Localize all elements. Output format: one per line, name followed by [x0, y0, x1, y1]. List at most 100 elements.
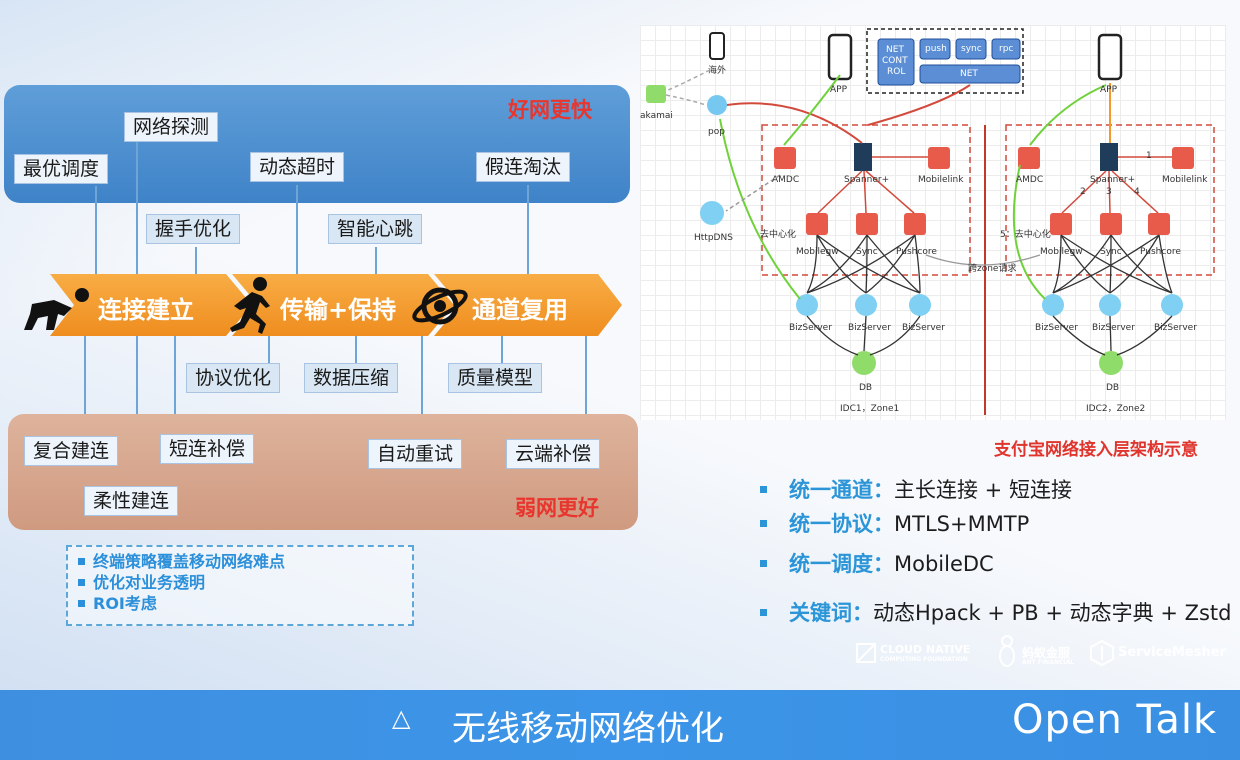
- zone-label: IDC2，Zone2: [1086, 404, 1146, 414]
- label-dynamic-timeout: 动态超时: [250, 152, 345, 182]
- db-label: DB: [1106, 383, 1120, 393]
- cncf-logo-icon: [856, 643, 876, 663]
- db-label: DB: [859, 383, 873, 393]
- label-smart-heartbeat: 智能心跳: [328, 214, 423, 244]
- label-network-probe: 网络探测: [124, 112, 219, 142]
- note-item: ROI考虑: [68, 593, 412, 614]
- push-label: push: [925, 44, 947, 54]
- step-number: 1: [1146, 151, 1152, 161]
- stage-transfer-label: 传输+保持: [280, 296, 397, 324]
- bizserver-label: BizServer: [902, 323, 945, 333]
- sync-label: sync: [961, 44, 982, 54]
- net-label: NET: [960, 69, 978, 79]
- pushcore-label: Pushcore: [896, 247, 937, 257]
- zone-label: IDC1，Zone1: [840, 404, 900, 414]
- label-cloud-compensation: 云端补偿: [506, 439, 601, 469]
- connector-line: [95, 186, 97, 288]
- channel-reuse-icon: [412, 287, 468, 325]
- ant-logo-text: 蚂蚁金服: [1022, 646, 1071, 660]
- net-control-label: ROL: [887, 67, 906, 77]
- cncf-logo-text: CLOUD NATIVE: [880, 643, 971, 656]
- stage-connect-arrow: [50, 274, 252, 336]
- label-data-compression: 数据压缩: [304, 363, 399, 393]
- mobilegw-label: Mobilegw: [796, 247, 839, 257]
- crouching-runner-icon: [24, 288, 89, 330]
- label-flexible-connect: 柔性建连: [84, 486, 179, 516]
- akamai-label: akamai: [640, 111, 673, 121]
- label-short-connect-compensation: 短连补偿: [160, 434, 255, 464]
- app-label: APP: [1100, 85, 1118, 95]
- connector-line: [136, 335, 138, 485]
- bullet-unified-channel: 统一通道：主长连接 + 短连接: [760, 474, 1072, 504]
- connector-line: [421, 335, 423, 440]
- connector-line: [585, 335, 587, 440]
- sync-node-label: Sync: [1100, 247, 1122, 257]
- connector-line: [195, 247, 197, 287]
- bullet-unified-protocol: 统一协议：MTLS+MMTP: [760, 508, 1029, 538]
- step-number: 2: [1080, 187, 1086, 197]
- footer-bar: [0, 690, 1240, 760]
- connector-line: [501, 335, 503, 363]
- footer-brand: Open Talk: [1012, 697, 1218, 743]
- spanner-label: Spanner+: [1090, 175, 1136, 185]
- good-network-band: [4, 85, 630, 203]
- bizserver-label: BizServer: [1035, 323, 1078, 333]
- note-item: 优化对业务透明: [68, 572, 412, 593]
- amdc-label: AMDC: [1016, 175, 1044, 185]
- connector-line: [268, 335, 270, 363]
- servicemesher-logo-icon: [1090, 640, 1114, 666]
- stage-reuse-arrow: [434, 274, 622, 336]
- stage-arrow-bar: [50, 274, 622, 336]
- ant-logo-subtext: ANT FINANCIAL: [1022, 659, 1074, 666]
- mobilegw-label: Mobilegw: [1040, 247, 1083, 257]
- sync-node-label: Sync: [856, 247, 878, 257]
- decentral-label: 5：去中心化: [1000, 230, 1051, 240]
- running-man-icon: [230, 277, 270, 334]
- amdc-label: AMDC: [772, 175, 800, 185]
- overseas-label: 海外: [708, 66, 727, 76]
- label-quality-model: 质量模型: [448, 363, 543, 393]
- httpdns-label: HttpDNS: [694, 233, 733, 243]
- cross-zone-label: 跨zone请求: [968, 264, 1017, 274]
- label-protocol-optimization: 协议优化: [186, 363, 281, 393]
- label-auto-retry: 自动重试: [368, 439, 463, 469]
- label-optimal-scheduling: 最优调度: [14, 154, 109, 184]
- weak-network-title: 弱网更好: [515, 496, 599, 520]
- stage-transfer-arrow: [232, 274, 454, 336]
- connector-line: [375, 247, 377, 287]
- bizserver-label: BizServer: [848, 323, 891, 333]
- good-network-title: 好网更快: [508, 98, 592, 122]
- architecture-caption: 支付宝网络接入层架构示意: [994, 440, 1198, 460]
- ant-logo-icon: [999, 635, 1015, 667]
- servicemesher-logo-text: ServiceMesher: [1118, 645, 1227, 660]
- label-fake-connection-eviction: 假连淘汰: [476, 152, 571, 182]
- pop-label: pop: [708, 127, 725, 137]
- note-item: 终端策略覆盖移动网络难点: [68, 551, 412, 572]
- connector-line: [136, 140, 138, 290]
- bizserver-label: BizServer: [1092, 323, 1135, 333]
- footer-triangle-icon: △: [392, 704, 411, 732]
- step-number: 3: [1106, 187, 1112, 197]
- stage-reuse-label: 通道复用: [472, 296, 568, 324]
- mobilelink-label: Mobilelink: [1162, 175, 1208, 185]
- net-control-label: CONT: [882, 56, 908, 66]
- rpc-label: rpc: [999, 44, 1014, 54]
- bizserver-label: BizServer: [789, 323, 832, 333]
- bullet-unified-scheduling: 统一调度：MobileDC: [760, 548, 994, 578]
- footer-title: 无线移动网络优化: [452, 709, 724, 749]
- stage-connect-label: 连接建立: [98, 296, 194, 324]
- decentral-label: 去中心化: [760, 230, 797, 240]
- label-handshake-optimization: 握手优化: [146, 214, 241, 244]
- architecture-diagram: 海外 APP APP akamai pop NET CONT ROL push …: [640, 25, 1226, 420]
- cncf-logo-subtext: COMPUTING FOUNDATION: [880, 656, 968, 663]
- notes-box: 终端策略覆盖移动网络难点 优化对业务透明 ROI考虑: [66, 545, 414, 626]
- connector-line: [296, 185, 298, 280]
- bullet-keywords: 关键词：动态Hpack + PB + 动态字典 + Zstd: [760, 597, 1232, 627]
- connector-line: [84, 335, 86, 435]
- app-label: APP: [830, 85, 848, 95]
- architecture-lines: [646, 28, 1215, 415]
- pushcore-label: Pushcore: [1140, 247, 1181, 257]
- connector-line: [174, 335, 176, 430]
- spanner-label: Spanner+: [844, 175, 890, 185]
- step-number: 4: [1134, 187, 1140, 197]
